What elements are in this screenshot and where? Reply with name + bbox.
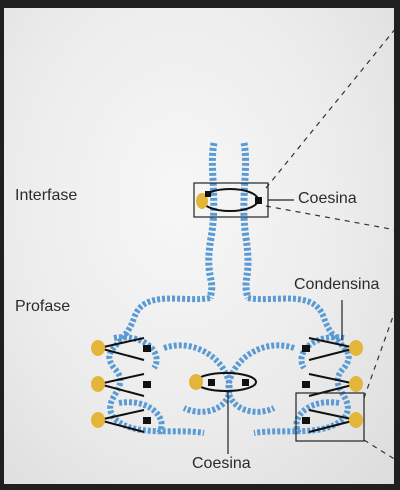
condensin-complexes-right	[308, 337, 357, 433]
chromosome-diagram	[91, 29, 394, 460]
label-cohesin-bottom: Coesina	[192, 455, 251, 472]
label-interphase: Interfase	[15, 187, 78, 204]
diagram-frame: Interfase Profase Coesina Condensina Coe…	[4, 8, 394, 484]
label-cohesin-top: Coesina	[298, 190, 357, 207]
zoom-dashed-lines	[265, 29, 394, 460]
condensin-hinges-right	[302, 345, 310, 424]
label-prophase: Profase	[15, 298, 71, 315]
cohesin-ring-interphase	[193, 182, 294, 218]
cohesin-ring-prophase	[189, 372, 257, 454]
condensin-hinges-left	[143, 345, 151, 424]
condensin-complexes-left	[98, 337, 145, 433]
zoom-highlight-box	[295, 392, 365, 442]
dna-loops-prophase	[106, 295, 352, 436]
dna-strands-upper	[205, 142, 252, 300]
condensin-heads-left	[91, 340, 105, 428]
label-condensin: Condensina	[294, 276, 380, 293]
condensin-heads-right	[349, 340, 363, 428]
